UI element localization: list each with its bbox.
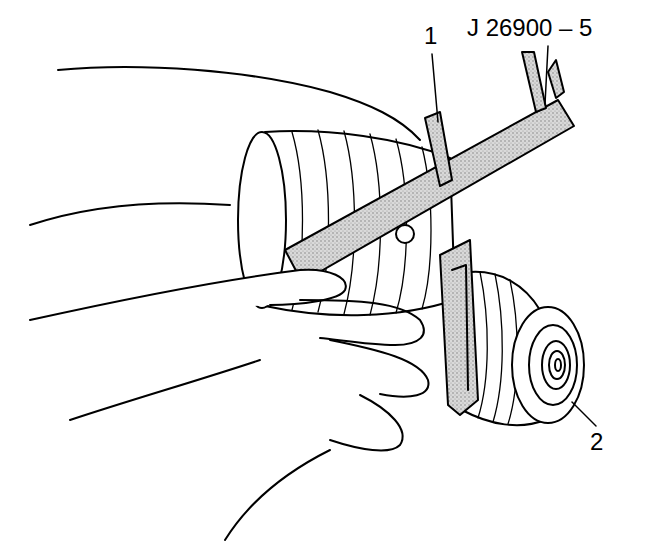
callout-number: 2 xyxy=(590,428,603,456)
callout-number: 1 xyxy=(424,22,437,50)
tool-number: J 26900 – 5 xyxy=(467,14,592,42)
